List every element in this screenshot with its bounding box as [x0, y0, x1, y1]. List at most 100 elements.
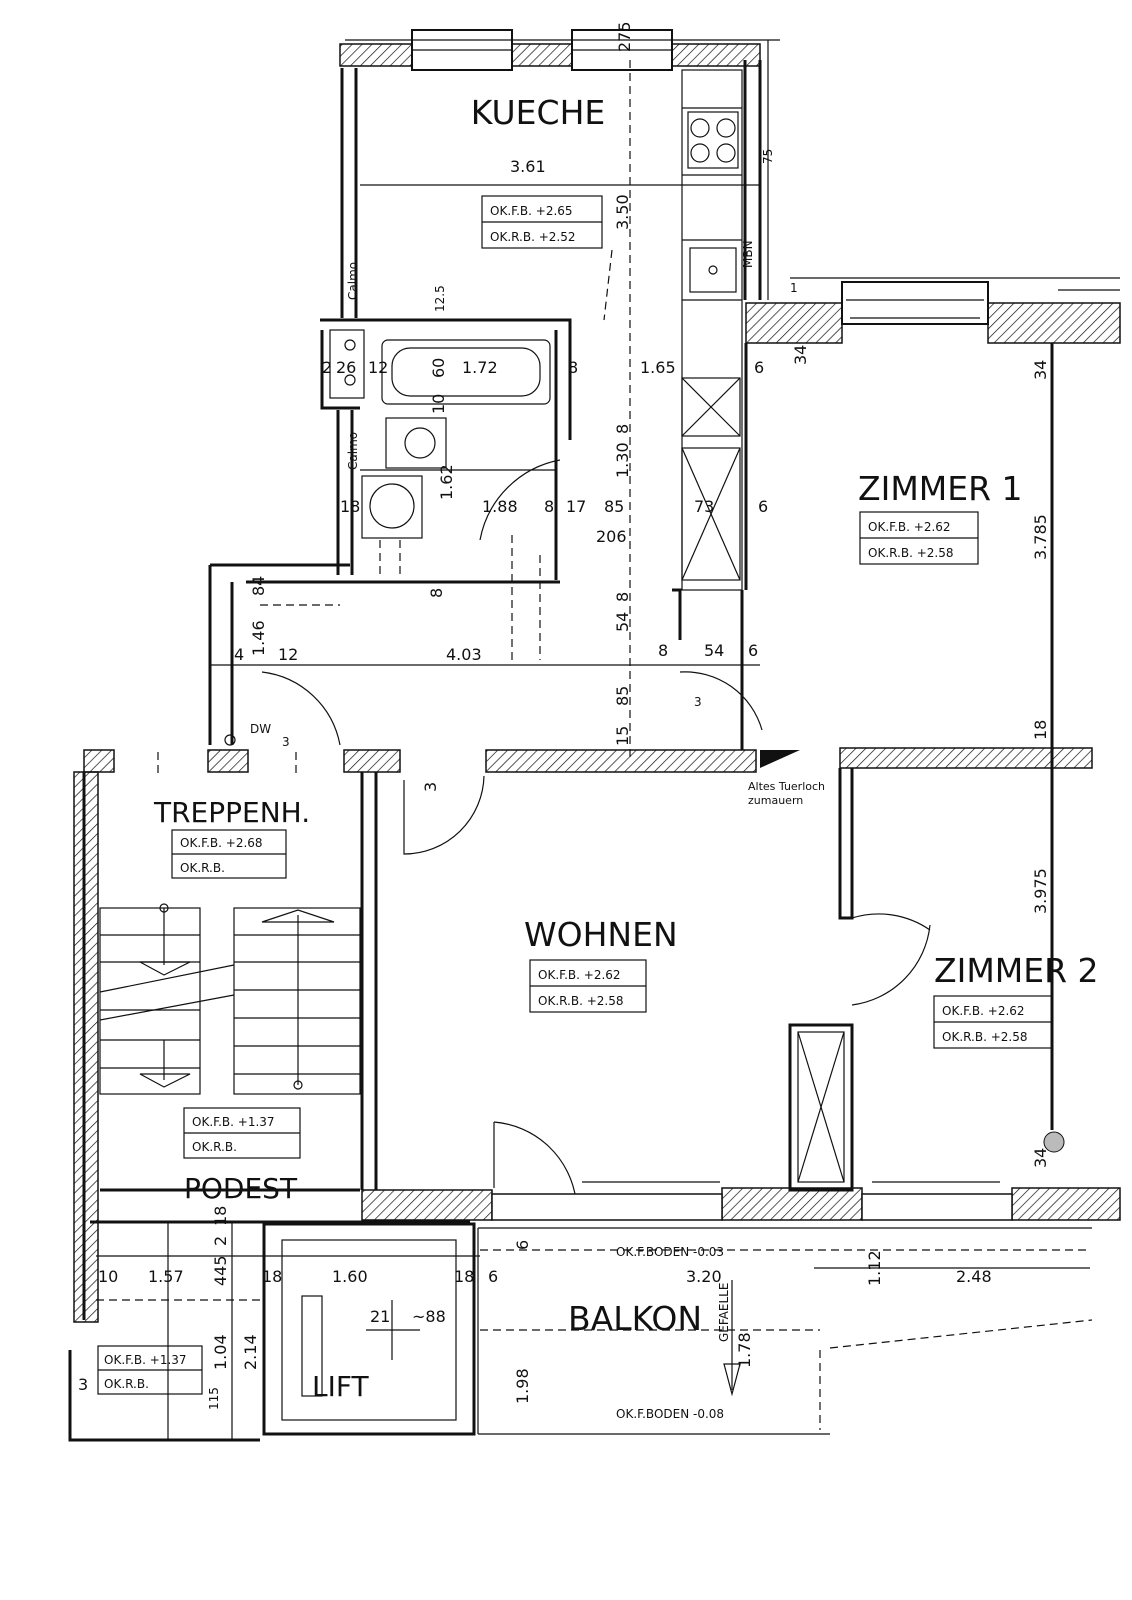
treppenhaus-okrb: OK.R.B. [180, 861, 225, 875]
corridor-door-swing [261, 671, 341, 746]
dim-60: 60 [429, 358, 448, 378]
dim-115: 115 [207, 1387, 221, 1410]
dim-bath-width: 1.88 [482, 497, 518, 516]
kitchen-label: KUECHE [471, 93, 605, 132]
balkon-door-swing [493, 1121, 577, 1201]
washbasin-small-icon [329, 329, 365, 399]
dim-2b: 2 [211, 1236, 230, 1246]
dim-88: ~88 [412, 1307, 446, 1326]
note-calmo-bottom: Calmo [346, 432, 360, 470]
dim-kitchen-depth: 3.50 [613, 194, 632, 230]
dim-8f: 8 [658, 641, 668, 660]
dim-3b: 3 [282, 735, 290, 749]
stair-flight-right [233, 907, 361, 1095]
dim-corridor-length: 4.03 [446, 645, 482, 664]
dim-18d: 18 [262, 1267, 282, 1286]
zimmer1-label: ZIMMER 1 [858, 469, 1023, 508]
dim-1-57: 1.57 [148, 1267, 184, 1286]
zimmer2-area: ZIMMER 2 OK.F.B. +2.62 OK.R.B. +2.58 3.9… [933, 868, 1099, 1168]
balkon-window-right [861, 1193, 1013, 1221]
storage-cabinet [681, 377, 741, 581]
dim-8a: 8 [568, 358, 578, 377]
toilet-icon [385, 417, 447, 469]
dim-12a: 12 [368, 358, 388, 377]
note-mbn: MBN [741, 240, 755, 268]
kitchen-counter [681, 69, 743, 591]
middle-walls: Altes Tuerloch zumauern [83, 747, 1093, 807]
dim-18a: 18 [340, 497, 360, 516]
dim-12b: 12 [278, 645, 298, 664]
dim-1-30: 1.30 [613, 442, 632, 478]
zimmer1-window [841, 281, 989, 325]
kitchen-okrb: OK.R.B. +2.52 [490, 230, 576, 244]
wardrobe-cabinet [797, 1031, 845, 1183]
dim-bath-height: 1.62 [437, 464, 456, 500]
dim-8e: 8 [613, 592, 632, 602]
dim-12-5: 12.5 [433, 285, 447, 312]
dim-1-98: 1.98 [513, 1368, 532, 1404]
dim-3c: 3 [421, 782, 440, 792]
balkon-gefaelle: GEFAELLE [717, 1283, 731, 1342]
lift-cabin [281, 1239, 457, 1421]
treppenhaus-okfb: OK.F.B. +2.68 [180, 836, 263, 850]
zimmer1-top-wall-right [987, 302, 1121, 344]
dim-18c: 18 [211, 1206, 230, 1226]
bathroom-door-swing [479, 459, 561, 541]
wohnen-label: WOHNEN [524, 915, 678, 954]
wohnen-okfb: OK.F.B. +2.62 [538, 968, 621, 982]
dim-8c: 8 [613, 424, 632, 434]
dim-26: 26 [336, 358, 356, 377]
stair-flight-left [99, 907, 201, 1095]
kitchen-top-wall [339, 43, 761, 67]
kitchen-area: KUECHE OK.F.B. +2.65 OK.R.B. +2.52 3.61 … [339, 21, 780, 760]
dim-1: 1 [790, 281, 798, 295]
podest-okrb: OK.R.B. [192, 1140, 237, 1154]
dim-6b: 6 [758, 497, 768, 516]
bottom-walls [361, 1181, 1121, 1221]
dim-6d: 6 [488, 1267, 498, 1286]
lift-shaft [262, 1222, 476, 1436]
balkon-area: BALKON OK.F.BODEN -0.03 OK.F.BODEN -0.08… [477, 1227, 1093, 1435]
zimmer2-door-swing [851, 913, 931, 931]
dim-445: 445 [211, 1255, 230, 1286]
balkon-boden-top: OK.F.BODEN -0.03 [616, 1245, 724, 1259]
bathtub-icon [381, 339, 551, 405]
dim-1-04: 1.04 [211, 1334, 230, 1370]
dim-73: 73 [694, 497, 714, 516]
zimmer1-top-wall-left [745, 302, 843, 344]
zimmer2-okfb: OK.F.B. +2.62 [942, 1004, 1025, 1018]
dim-21: 21 [370, 1307, 390, 1326]
dim-8b: 8 [544, 497, 554, 516]
lift-area: LIFT OK.F.B. +1.37 OK.R.B. 10 1.57 445 1… [68, 1206, 498, 1442]
stove-icon [687, 111, 739, 169]
dim-balkon-width: 3.20 [686, 1267, 722, 1286]
dim-84: 84 [249, 576, 268, 596]
note-zumauern: zumauern [748, 794, 803, 807]
dim-1-78: 1.78 [735, 1332, 754, 1368]
note-altes-tuerloch: Altes Tuerloch [748, 780, 825, 793]
zimmer1-okfb: OK.F.B. +2.62 [868, 520, 951, 534]
podest-okfb: OK.F.B. +1.37 [192, 1115, 275, 1129]
sink-icon [689, 247, 737, 293]
balkon-window-left [491, 1193, 723, 1221]
stairwell-area: TREPPENH. OK.F.B. +2.68 OK.R.B. OK.F.B. … [73, 752, 361, 1323]
hall-door-swing [679, 671, 763, 731]
wohnen-area: WOHNEN OK.F.B. +2.62 OK.R.B. +2.58 [360, 768, 931, 1201]
dim-85a: 85 [604, 497, 624, 516]
kitchen-okfb: OK.F.B. +2.65 [490, 204, 573, 218]
lift-landing-okrb: OK.R.B. [104, 1377, 149, 1391]
dim-4: 4 [234, 645, 244, 664]
dim-34b: 34 [1031, 1148, 1050, 1168]
dim-18b: 18 [1031, 720, 1050, 740]
slope-arrow-icon [723, 1280, 741, 1397]
dim-kitchen-width: 3.61 [510, 157, 546, 176]
wohnen-door-swing [403, 775, 485, 855]
dim-3d: 3 [78, 1375, 88, 1394]
balkon-boden-bottom: OK.F.BODEN -0.08 [616, 1407, 724, 1421]
zimmer1-area: ZIMMER 1 OK.F.B. +2.62 OK.R.B. +2.58 3.7… [640, 277, 1121, 1130]
dim-2-48: 2.48 [956, 1267, 992, 1286]
dim-2: 2 [322, 358, 332, 377]
dim-17: 17 [566, 497, 586, 516]
